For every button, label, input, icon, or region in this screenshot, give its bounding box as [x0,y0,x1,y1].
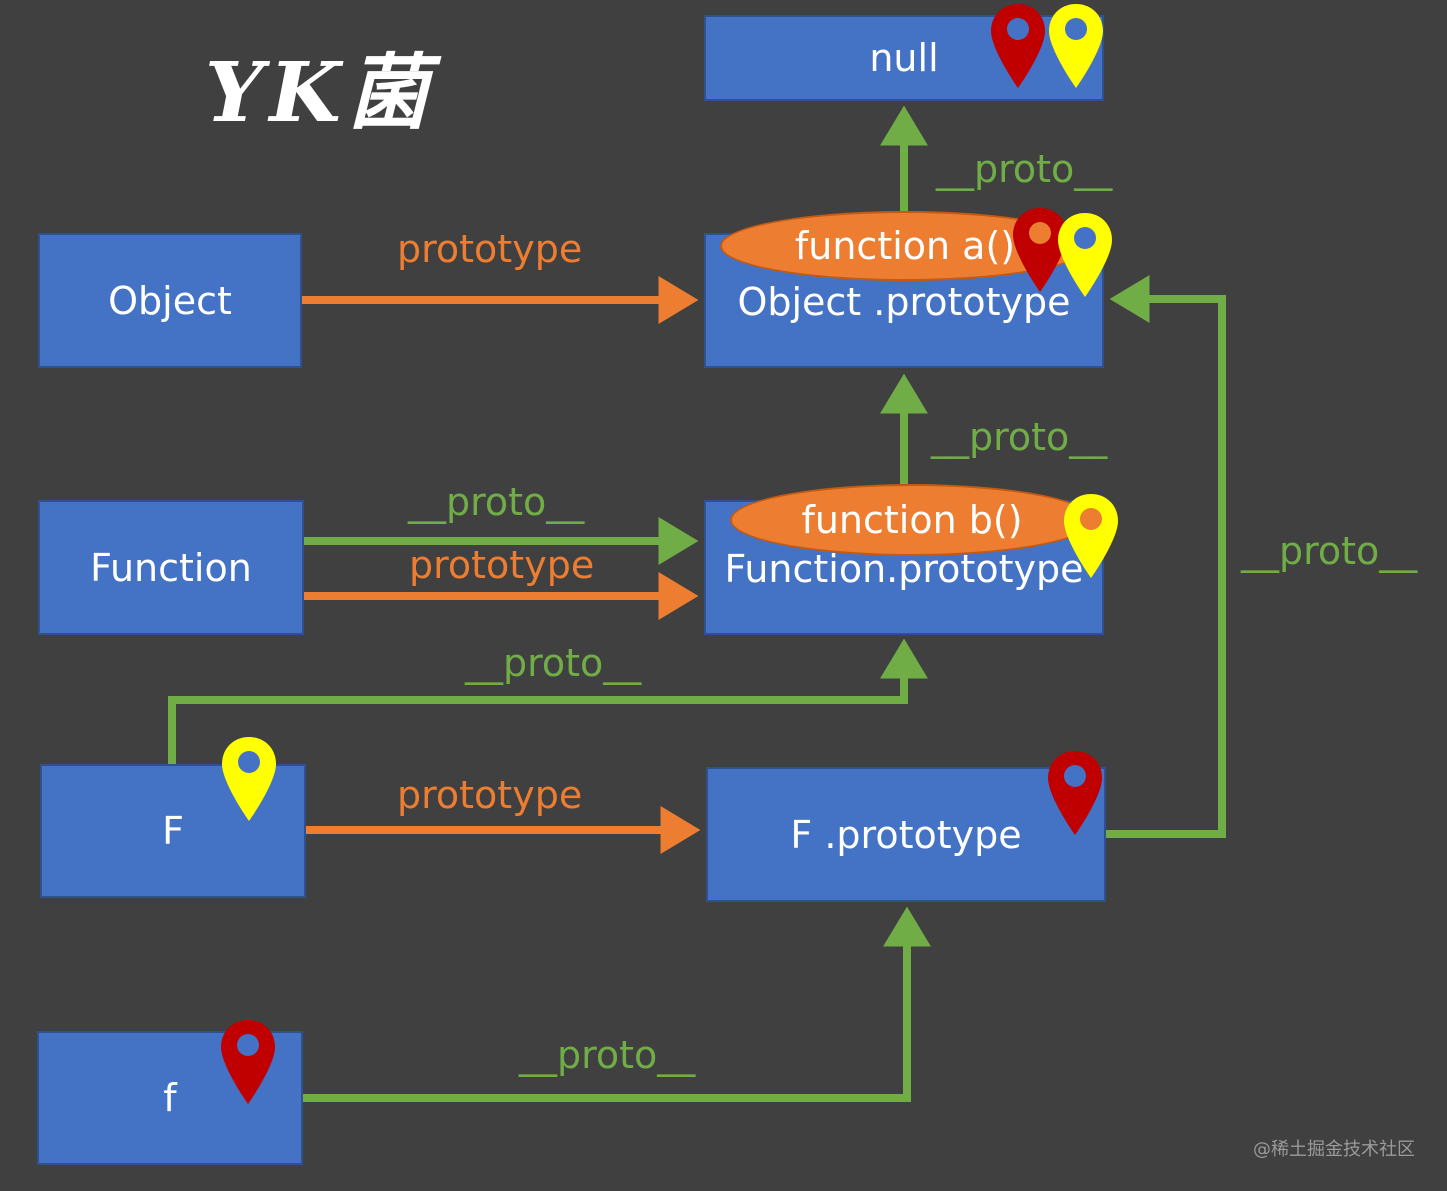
edge-label-F-prototype: prototype [397,773,583,817]
proto-link-f [303,906,931,1102]
map-pin-red-icon [991,4,1045,88]
edge-label-F-proto: __proto__ [465,641,642,685]
oval-function-b: function b() [730,484,1094,556]
map-pin-red-icon [1013,208,1067,292]
edge-label-object-prototype: prototype [397,227,583,271]
edge-label-function-proto: __proto__ [408,480,585,524]
node-F-prototype: F .prototype [706,767,1106,902]
node-F-prototype-label: F .prototype [790,812,1022,857]
oval-function-a-label: function a() [794,224,1016,268]
map-pin-yellow-icon [1049,4,1103,88]
map-pin-red-icon [221,1020,275,1104]
node-f-label: f [163,1076,177,1120]
edge-label-objproto-null: __proto__ [936,147,1113,191]
map-pin-yellow-icon [1058,213,1112,297]
map-pin-yellow-icon [1064,494,1118,578]
node-null-label: null [869,36,939,80]
oval-function-b-label: function b() [801,498,1023,542]
proto-link-Fproto-objproto [1106,275,1226,838]
map-pin-red-icon [1048,751,1102,835]
proto-link-F [168,638,928,766]
node-function: Function [38,500,304,635]
node-object-prototype-label: Object .prototype [737,280,1071,324]
logo: YK菌 [205,45,435,141]
node-object: Object [38,233,302,368]
node-F-label: F [162,809,184,853]
map-pin-yellow-icon [222,737,276,821]
edge-label-f-proto: __proto__ [519,1033,696,1077]
watermark: @稀土掘金技术社区 [1253,1139,1415,1160]
edge-label-function-prototype: prototype [409,543,595,587]
node-function-label: Function [90,545,252,590]
edge-label-Fproto-objproto: __proto__ [1241,529,1418,573]
node-object-label: Object [108,278,232,323]
edge-label-funcproto-objproto: __proto__ [931,415,1108,459]
